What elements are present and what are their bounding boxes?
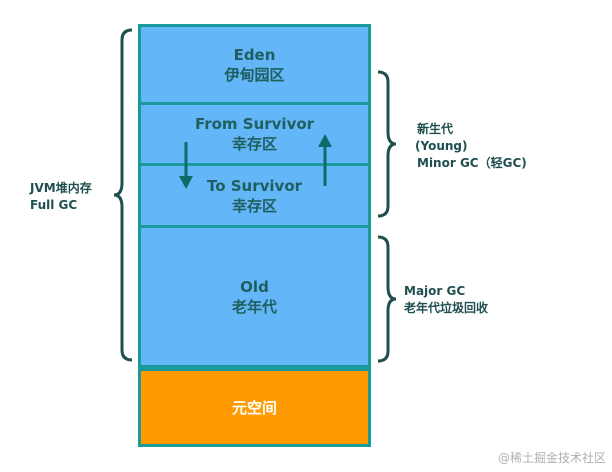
old-brace-icon: [377, 235, 397, 363]
heap-brace-icon: [113, 28, 133, 362]
major-gc-text: Major GC: [404, 284, 466, 298]
watermark: @稀土掘金技术社区: [497, 451, 606, 465]
jvm-heap-text: JVM堆内存: [30, 181, 92, 195]
arrow-up-icon: [318, 134, 332, 186]
young-generation-label: 新生代 (Young) Minor GC（轻GC): [405, 121, 527, 172]
jvm-heap-label: JVM堆内存 Full GC: [30, 180, 92, 214]
from-survivor-region: From Survivor 幸存区: [138, 102, 371, 166]
old-label-zh: 老年代: [231, 297, 277, 316]
eden-label: Eden: [233, 45, 276, 64]
metaspace-label: 元空间: [231, 398, 277, 417]
old-gc-zh-text: 老年代垃圾回收: [404, 301, 489, 315]
to-survivor-label-zh: 幸存区: [231, 196, 277, 215]
young-en-text: (Young): [415, 139, 468, 153]
from-survivor-label-zh: 幸存区: [231, 135, 277, 153]
old-region: Old 老年代: [138, 225, 371, 368]
from-survivor-label: From Survivor: [194, 115, 315, 133]
old-generation-label: Major GC 老年代垃圾回收: [404, 283, 488, 317]
minor-gc-text: Minor GC（轻GC): [417, 156, 527, 170]
to-survivor-region: To Survivor 幸存区: [138, 163, 371, 228]
eden-region: Eden 伊甸园区: [138, 24, 371, 105]
to-survivor-label: To Survivor: [206, 176, 303, 195]
young-zh-text: 新生代: [417, 122, 454, 136]
eden-label-zh: 伊甸园区: [224, 65, 285, 84]
arrow-down-icon: [179, 142, 193, 189]
old-label: Old: [240, 277, 269, 296]
metaspace-region: 元空间: [138, 368, 371, 447]
young-brace-icon: [377, 70, 397, 218]
full-gc-text: Full GC: [30, 198, 78, 212]
